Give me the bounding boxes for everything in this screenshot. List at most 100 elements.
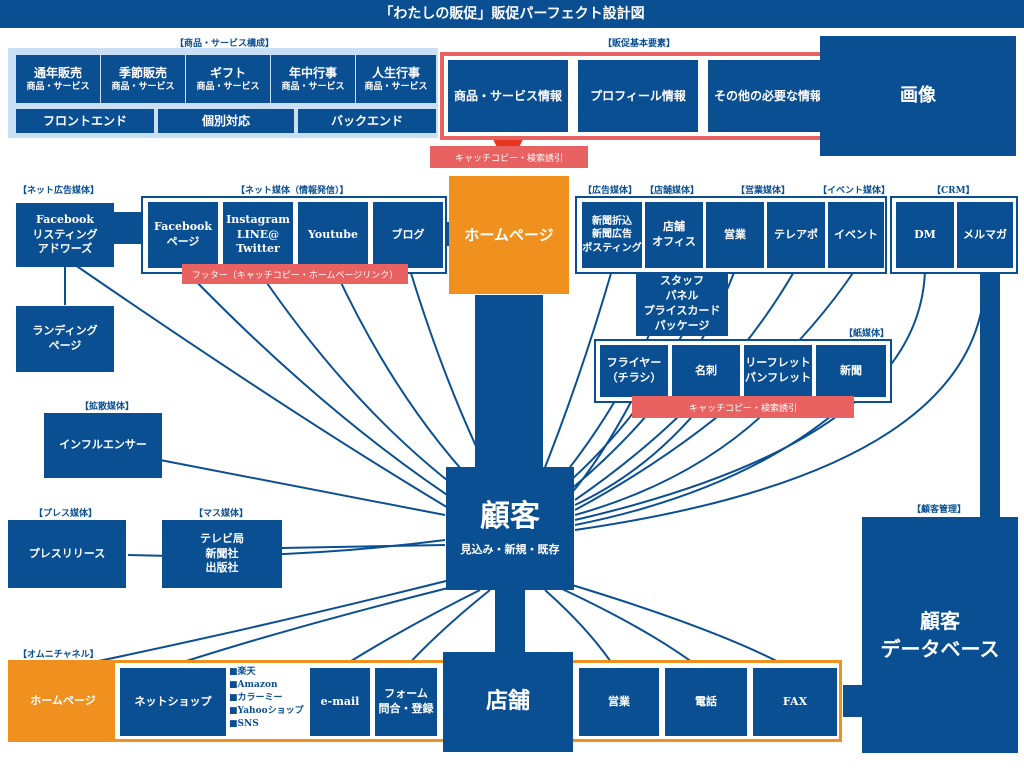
title-bar: 「わたしの販促」販促パーフェクト設計図: [0, 0, 1024, 28]
staff-panel-box[interactable]: スタッフ パネル プライスカード パッケージ: [636, 272, 728, 336]
customer-mgmt-label: 【顧客管理】: [912, 505, 967, 515]
bar-omni-db: [843, 685, 863, 717]
omni-homepage-box[interactable]: ホームページ: [11, 663, 115, 739]
net-media-instagram[interactable]: Instagram LINE@ Twitter: [223, 202, 293, 268]
customer-db-box[interactable]: 顧客 データベース: [862, 517, 1018, 753]
customer-title: 顧客: [480, 499, 540, 535]
telapo-box[interactable]: テレアポ: [767, 202, 825, 268]
press-media-label: 【プレス媒体】: [34, 509, 98, 519]
shop-list-item: ■楽天: [229, 667, 256, 677]
mass-media-label: 【マス媒体】: [194, 509, 249, 519]
edge-influencer: [159, 459, 446, 516]
product-item-3[interactable]: 年中行事商品・サービス: [271, 55, 355, 103]
omni-store-box[interactable]: 店舗: [443, 652, 573, 752]
edge-omni-sales: [544, 589, 616, 669]
paper-shinbun[interactable]: 新聞: [816, 345, 886, 397]
mass-media-box[interactable]: テレビ局 新聞社 出版社: [162, 520, 282, 588]
catchcopy-top-banner: キャッチコピー・検索誘引: [430, 146, 588, 168]
edge-melmaga: [574, 269, 987, 531]
basic-elements-label: 【販促基本要素】: [603, 39, 676, 49]
back-end-box[interactable]: バックエンド: [298, 109, 436, 133]
event-media-label: 【イベント媒体】: [818, 186, 891, 196]
omni-phone-box[interactable]: 電話: [665, 668, 747, 736]
bar-customer-store: [495, 590, 525, 652]
product-item-1[interactable]: 季節販売商品・サービス: [101, 55, 185, 103]
bar-netad-netmedia: [113, 212, 143, 244]
footer-banner: フッター（キャッチコピー・ホームページリンク）: [182, 264, 408, 284]
net-media-youtube[interactable]: Youtube: [298, 202, 368, 268]
product-item-name: 季節販売: [118, 65, 167, 80]
edge-fbpage: [184, 269, 471, 511]
edge-leaflet: [574, 399, 779, 516]
paper-meishi[interactable]: 名刺: [672, 345, 740, 397]
edge-ad: [539, 269, 613, 481]
omni-email-box[interactable]: e-mail: [310, 668, 370, 736]
product-item-name: 通年販売: [33, 65, 82, 80]
press-release-box[interactable]: プレスリリース: [8, 520, 126, 588]
basic-element-profile[interactable]: プロフィール情報: [578, 60, 698, 132]
shop-list: ■楽天 ■Amazon ■カラーミー ■Yahooショップ ■SNS: [229, 666, 309, 731]
product-section-label: 【商品・サービス構成】: [175, 39, 275, 49]
product-item-sub: 商品・サービス: [26, 82, 90, 93]
dm-box[interactable]: DM: [896, 202, 954, 268]
customer-sub: 見込み・新規・既存: [460, 543, 560, 557]
shop-list-item: ■SNS: [229, 719, 259, 729]
crm-label: 【CRM】: [932, 186, 975, 196]
paper-leaflet[interactable]: リーフレット パンフレット: [744, 345, 812, 397]
bar-crm-db: [980, 268, 1000, 518]
net-media-label: 【ネット媒体（情報発信）】: [236, 186, 349, 196]
ad-media-label: 【広告媒体】: [583, 186, 638, 196]
edge-omni-netshop: [164, 584, 461, 669]
individual-box[interactable]: 個別対応: [158, 109, 294, 133]
spread-media-label: 【拡散媒体】: [80, 402, 135, 412]
shop-list-item: ■カラーミー: [229, 693, 283, 703]
melmaga-box[interactable]: メルマガ: [957, 202, 1013, 268]
edge-youtube: [334, 269, 491, 501]
influencer-box[interactable]: インフルエンサー: [44, 413, 162, 478]
net-media-blog[interactable]: ブログ: [373, 202, 443, 268]
basic-element-product[interactable]: 商品・サービス情報: [448, 60, 568, 132]
product-item-2[interactable]: ギフト商品・サービス: [186, 55, 270, 103]
product-item-sub: 商品・サービス: [196, 82, 260, 93]
product-item-sub: 商品・サービス: [281, 82, 345, 93]
bar-hp-customer: [475, 295, 543, 467]
product-item-4[interactable]: 人生行事商品・サービス: [356, 55, 436, 103]
product-item-sub: 商品・サービス: [364, 82, 428, 93]
edge-mass: [281, 544, 446, 549]
edge-omni-email: [339, 589, 481, 669]
omni-netshop-box[interactable]: ネットショップ: [120, 668, 226, 736]
sales-media-label: 【営業媒体】: [736, 186, 791, 196]
net-ad-label: 【ネット広告媒体】: [18, 186, 100, 196]
front-end-box[interactable]: フロントエンド: [16, 109, 154, 133]
net-media-fbpage[interactable]: Facebook ページ: [148, 202, 218, 268]
edge-omni-fax: [571, 584, 791, 669]
catchcopy-paper-banner: キャッチコピー・検索誘引: [632, 396, 854, 418]
image-box[interactable]: 画像: [820, 36, 1016, 156]
event-box[interactable]: イベント: [828, 202, 884, 268]
ad-media-box[interactable]: 新聞折込 新聞広告 ポスティング: [582, 202, 642, 268]
product-item-name: ギフト: [209, 65, 246, 80]
edge-netad: [64, 257, 461, 516]
shop-list-item: ■Yahooショップ: [229, 706, 304, 716]
edge-omni-form: [404, 589, 491, 669]
net-ad-box[interactable]: Facebook リスティング アドワーズ: [16, 203, 114, 267]
basic-element-other[interactable]: その他の必要な情報: [708, 60, 828, 132]
edge-omni-hp: [64, 579, 451, 669]
omni-label: 【オムニチャネル】: [18, 650, 99, 660]
edge-flyer: [569, 399, 633, 496]
product-item-name: 年中行事: [288, 65, 337, 80]
paper-media-label: 【紙媒体】: [844, 329, 890, 339]
omni-form-box[interactable]: フォーム 問合・登録: [375, 668, 437, 736]
product-item-0[interactable]: 通年販売商品・サービス: [16, 55, 100, 103]
omni-fax-box[interactable]: FAX: [753, 668, 837, 736]
customer-box[interactable]: 顧客 見込み・新規・既存: [446, 467, 574, 590]
product-item-sub: 商品・サービス: [111, 82, 175, 93]
omni-sales-box[interactable]: 営業: [579, 668, 659, 736]
product-item-name: 人生行事: [371, 65, 420, 80]
homepage-box[interactable]: ホームページ: [449, 176, 569, 294]
store-media-box[interactable]: 店舗 オフィス: [645, 202, 703, 268]
landing-page-box[interactable]: ランディング ページ: [16, 306, 114, 372]
edge-shinbun: [574, 399, 851, 526]
paper-flyer[interactable]: フライヤー （チラシ）: [600, 345, 668, 397]
sales-media-box[interactable]: 営業: [706, 202, 764, 268]
